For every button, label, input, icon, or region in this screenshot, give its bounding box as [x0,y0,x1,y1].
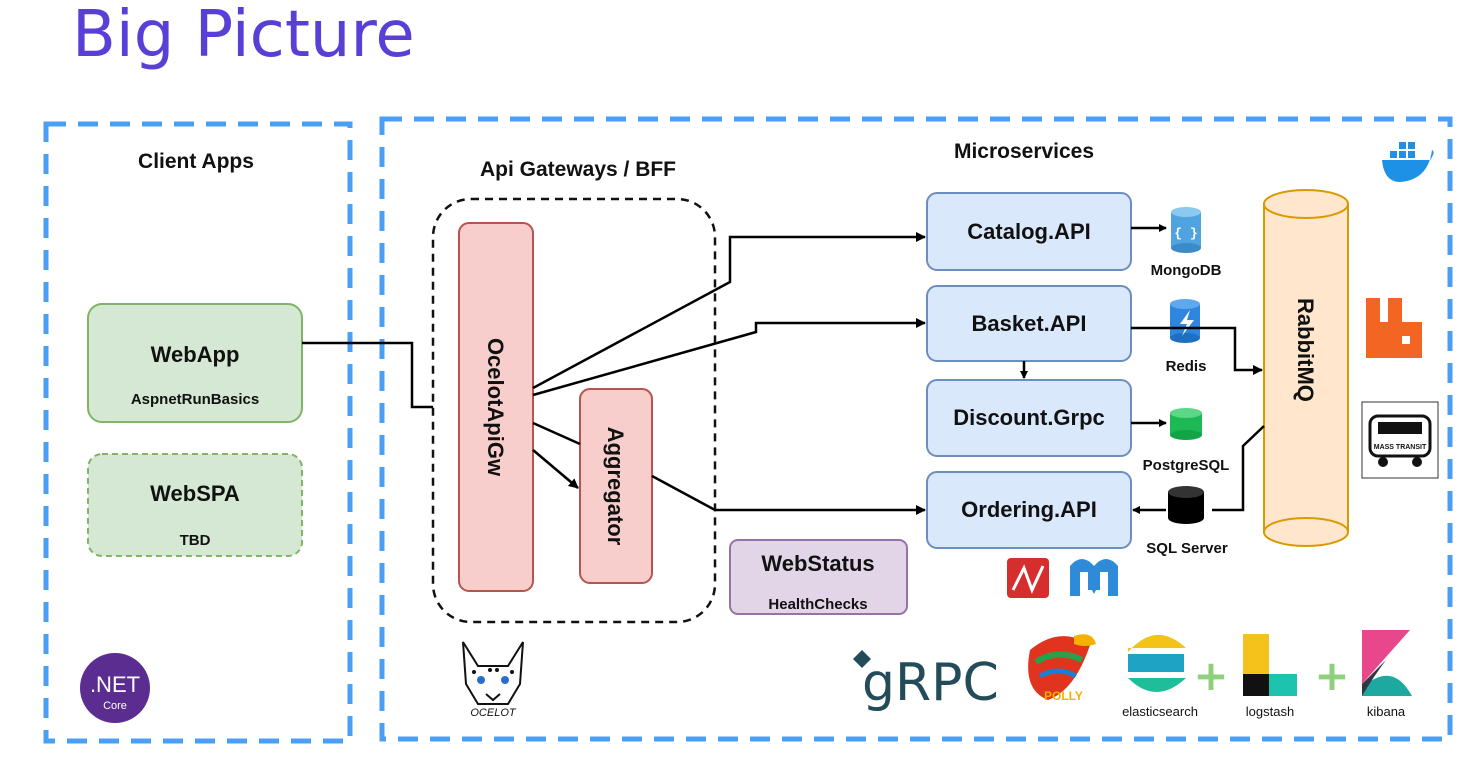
plus-icon: + [1193,651,1228,700]
webspa-title: WebSPA [150,481,240,506]
logstash-logo [1243,634,1297,696]
basket-api-label: Basket.API [972,311,1087,336]
aggregator-node[interactable]: Aggregator [579,388,653,584]
webstatus-subtitle: HealthChecks [768,596,867,613]
ocelot-gateway-node[interactable]: OcelotApiGw [458,222,534,592]
grpc-logo: gRPC [853,650,999,713]
polly-logo: POLLY [1028,634,1096,703]
discount-grpc-label: Discount.Grpc [953,405,1105,430]
sqlserver-icon [1168,486,1204,524]
rabbitmq-node[interactable]: RabbitMQ [1263,189,1349,547]
elasticsearch-label: elasticsearch [1122,704,1198,719]
ordering-api-node[interactable]: Ordering.API [926,471,1132,549]
microservices-label: Microservices [954,140,1094,163]
ocelot-gateway-label: OcelotApiGw [483,338,508,477]
docker-logo [1382,142,1434,182]
webstatus-node[interactable]: WebStatus HealthChecks [729,539,908,615]
dotnet-logo-text: .NET [90,672,140,697]
webapp-title: WebApp [151,342,240,367]
ocelot-logo: OCELOT [462,641,524,719]
dotnet-logo-subtext: Core [103,700,127,712]
connectors [302,224,1265,515]
webapp-node[interactable]: WebApp AspnetRunBasics [87,303,303,423]
sqlserver-label: SQL Server [1146,540,1228,557]
redis-icon [1170,299,1200,343]
mongodb-label: MongoDB [1151,262,1222,279]
webspa-node[interactable]: WebSPA TBD [87,453,303,557]
kibana-logo [1362,630,1412,696]
basket-api-node[interactable]: Basket.API [926,285,1132,362]
logstash-label: logstash [1246,704,1294,719]
dotnet-core-logo: .NET Core [80,653,150,723]
gateway-group [431,197,717,624]
masstransit-logo: MASS TRANSIT [1361,401,1439,479]
rabbitmq-label: RabbitMQ [1293,298,1318,402]
ocelot-logo-text: OCELOT [470,707,517,719]
postgresql-icon [1170,408,1202,440]
redis-label: Redis [1166,358,1207,375]
grpc-logo-text: gRPC [862,653,999,713]
masstransit-logo-text: MASS TRANSIT [1374,444,1427,451]
plus-icon-2: + [1314,651,1349,700]
mongodb-icon: { } [1171,207,1201,253]
webapp-subtitle: AspnetRunBasics [131,391,259,408]
resilience-icon [1007,558,1049,598]
page-title: Big Picture [72,0,415,72]
webstatus-title: WebStatus [761,551,874,576]
svg-text:{ }: { } [1174,226,1197,241]
api-gateways-label: Api Gateways / BFF [480,158,676,181]
polly-logo-text: POLLY [1044,689,1083,703]
catalog-api-node[interactable]: Catalog.API [926,192,1132,271]
client-apps-label: Client Apps [138,150,254,173]
webspa-subtitle: TBD [180,532,211,549]
aggregator-label: Aggregator [603,427,628,546]
backend-container [379,116,1453,742]
client-apps-container [43,121,353,744]
rabbitmq-logo [1366,298,1422,358]
mediatr-icon [1070,559,1118,596]
ordering-api-label: Ordering.API [961,497,1097,522]
kibana-label: kibana [1367,704,1406,719]
discount-grpc-node[interactable]: Discount.Grpc [926,379,1132,457]
postgresql-label: PostgreSQL [1143,457,1230,474]
catalog-api-label: Catalog.API [967,219,1090,244]
elasticsearch-logo [1128,634,1186,692]
